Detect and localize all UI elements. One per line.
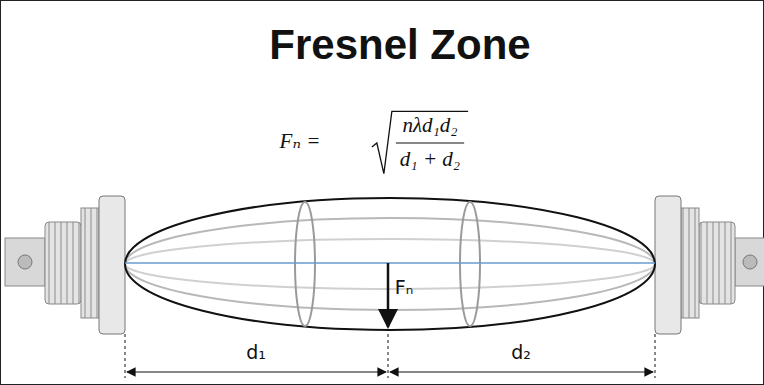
mount-bracket <box>5 238 45 286</box>
dish-rim <box>655 196 681 334</box>
fraction-bar <box>396 142 464 143</box>
middle-zone <box>125 218 655 310</box>
line-of-sight <box>125 262 655 264</box>
radius-label: Fₙ <box>395 277 414 298</box>
dish-back <box>81 208 99 318</box>
mount-bracket <box>735 238 764 286</box>
left-antenna <box>5 196 125 334</box>
extension-line <box>655 334 656 378</box>
dimension-line <box>127 371 386 372</box>
dimension-label: d₂ <box>511 342 531 363</box>
formula-numerator: nλd₁d₂ <box>402 114 457 137</box>
dimension-line <box>390 371 653 372</box>
mount-bolt <box>743 255 757 269</box>
formula-lhs: Fₙ = <box>280 130 321 153</box>
radio-fins <box>699 222 735 304</box>
formula-denominator: d₁ + d₂ <box>400 148 460 171</box>
radical-sign <box>372 111 468 173</box>
mount-bolt <box>18 255 32 269</box>
right-antenna <box>655 196 764 334</box>
dish-back <box>681 208 699 318</box>
formula-marks <box>372 111 468 173</box>
dimension-label: d₁ <box>246 342 266 363</box>
dish-rim <box>99 196 125 334</box>
radio-fins <box>45 222 81 304</box>
fresnel-ellipse <box>125 198 655 330</box>
extension-line <box>388 334 389 378</box>
inner-zone <box>125 239 655 289</box>
radius-arrow <box>387 263 390 327</box>
extension-line <box>125 334 126 378</box>
diagram-title: Fresnel Zone <box>269 22 530 68</box>
cross-section <box>460 202 480 326</box>
cross-section <box>295 202 315 326</box>
